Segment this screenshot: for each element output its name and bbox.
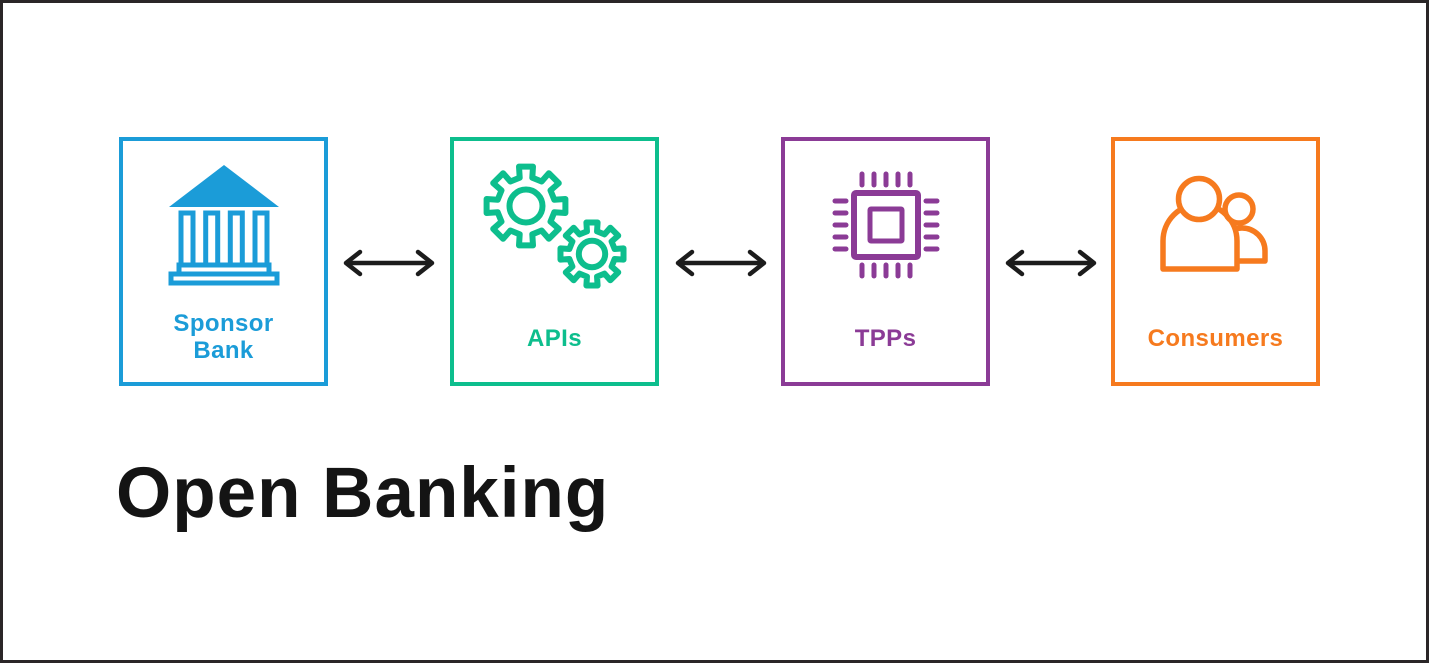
double-arrow-icon [1003,248,1099,278]
chip-icon [830,169,942,281]
node-label-consumers: Consumers [1147,325,1284,352]
node-label-sponsor-bank: Sponsor Bank [173,310,274,364]
double-arrow-icon [341,248,437,278]
people-icon [1155,175,1277,287]
node-label-tpps: TPPs [854,325,917,352]
node-label-apis: APIs [527,325,582,352]
page-title: Open Banking [116,454,610,533]
node-consumers: Consumers [1111,137,1320,386]
node-apis: APIs [450,137,659,386]
node-tpps: TPPs [781,137,990,386]
bank-icon [165,161,283,287]
gears-icon [480,161,630,297]
node-sponsor-bank: Sponsor Bank [119,137,328,386]
double-arrow-icon [673,248,769,278]
